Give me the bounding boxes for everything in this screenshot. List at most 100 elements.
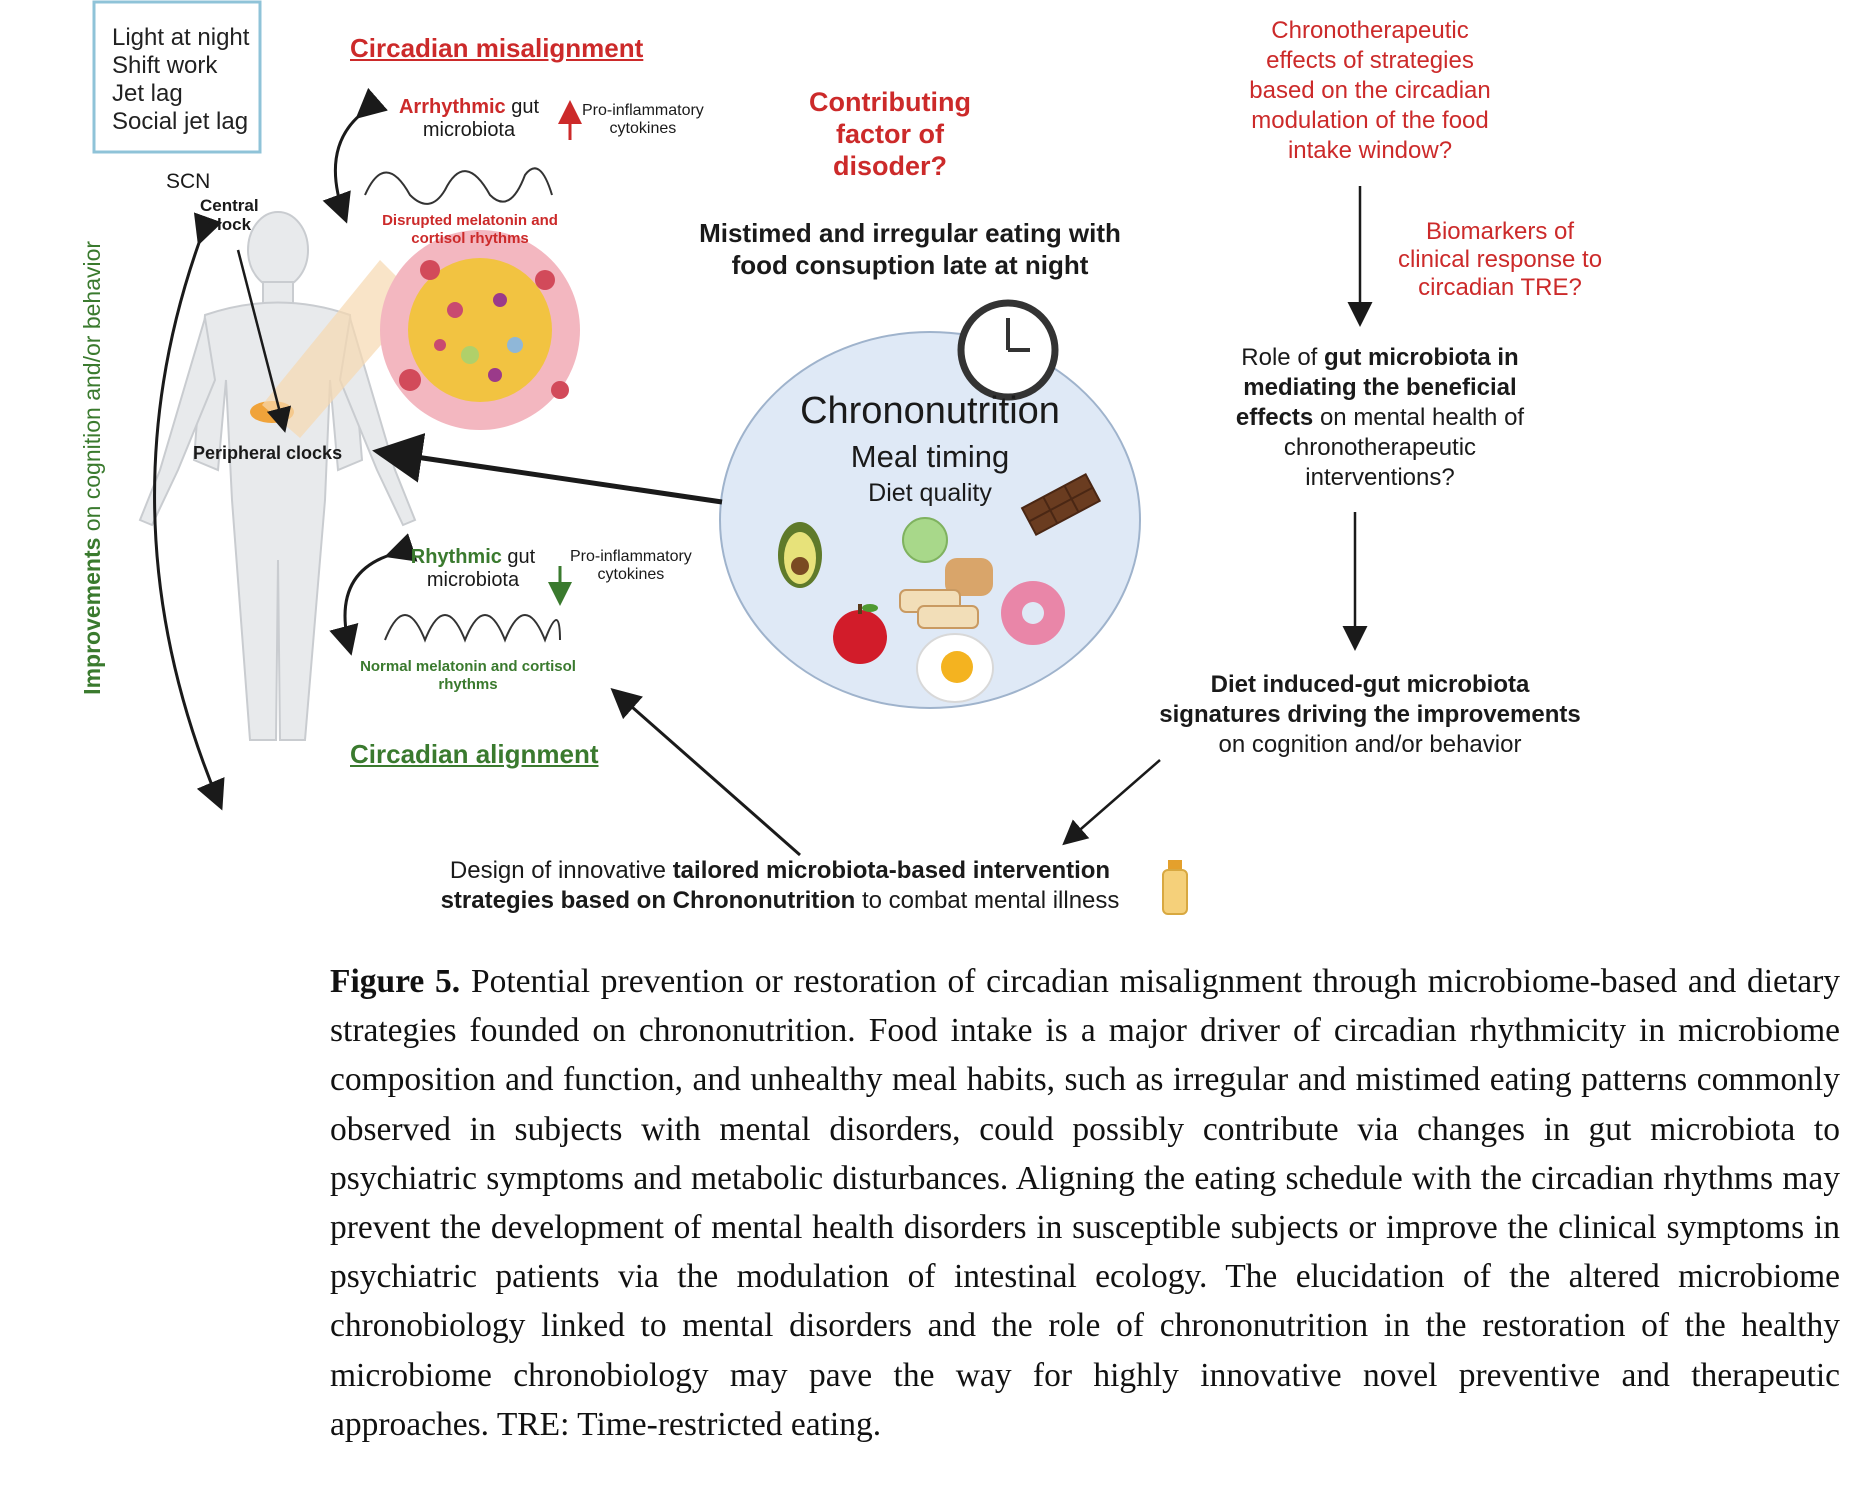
contributing-line: Contributing xyxy=(809,87,971,117)
rhythmic-line: Rhythmic gut xyxy=(403,546,543,569)
design-bold: strategies based on Chrononutrition xyxy=(440,887,856,914)
alignment-cycle-arrow xyxy=(329,533,418,656)
role-line-2: mediating the beneficial xyxy=(1243,374,1517,401)
hormones-line: Disrupted melatonin and xyxy=(382,212,558,229)
design-post: to combat mental illness xyxy=(855,887,1120,914)
improvements-rest: on cognition and/or behavior xyxy=(79,240,106,538)
bread-icon xyxy=(899,558,993,629)
central-clock-line: Central xyxy=(200,196,259,215)
alignment-cytokines-label: Pro-inflammatory cytokines xyxy=(570,548,692,584)
risk-factor: Shift work xyxy=(112,52,218,79)
risk-factors-list: Light at night Shift work Jet lag Social… xyxy=(112,24,249,136)
cytokines-line: cytokines xyxy=(597,566,665,583)
contributing-line: factor of xyxy=(836,119,944,149)
contributing-factor-question: Contributing factor of disoder? xyxy=(800,86,980,182)
egg-icon xyxy=(916,633,994,703)
risk-factors-box xyxy=(92,0,262,154)
chrononutrition-title: Chrononutrition xyxy=(800,390,1060,432)
chronotherapeutic-question: Chronotherapeutic effects of strategies … xyxy=(1230,16,1510,166)
clock-icon xyxy=(957,299,1059,401)
scn-label: SCN xyxy=(166,170,211,193)
figure-caption: Figure 5. Potential prevention or restor… xyxy=(330,957,1840,1449)
role-line-1: Role of gut microbiota in xyxy=(1210,343,1550,373)
arrhythmic-highlight: Arrhythmic xyxy=(398,96,506,118)
arrhythmic-microbiota-label: Arrhythmic gut microbiota xyxy=(394,96,544,142)
hormones-line: cortisol rhythms xyxy=(411,230,529,247)
improvements-side-label: Improvements on cognition and/or behavio… xyxy=(79,188,106,748)
cytokines-line: Pro-inflammatory xyxy=(570,548,692,565)
role-pre: Role of xyxy=(1241,344,1325,371)
role-bold: effects xyxy=(1235,404,1314,431)
signatures-line: Diet induced-gut microbiota xyxy=(1210,671,1530,698)
risk-factor: Social jet lag xyxy=(112,108,249,135)
normal-hormones-label: Normal melatonin and cortisol rhythms xyxy=(348,658,588,694)
arrhythmic-wave xyxy=(364,167,553,205)
signatures-to-design-arrow xyxy=(1062,759,1161,846)
design-line-1: Design of innovative tailored microbiota… xyxy=(410,856,1150,886)
circadian-misalignment-title: Circadian misalignment xyxy=(350,33,644,63)
signatures-line: on cognition and/or behavior xyxy=(1218,731,1522,758)
apple-icon xyxy=(833,604,887,664)
design-line-2: strategies based on Chrononutrition to c… xyxy=(410,886,1150,916)
role-bold: gut microbiota in xyxy=(1324,344,1519,371)
role-line-3: effects on mental health of xyxy=(1210,403,1550,433)
hormones-line: Normal melatonin and cortisol xyxy=(360,658,576,675)
cytokines-line: Pro-inflammatory xyxy=(582,102,704,119)
mistimed-line: food consuption late at night xyxy=(731,250,1089,280)
chrononutrition-to-body-arrow xyxy=(372,433,723,505)
rhythmic-microbiota-label: Rhythmic gut microbiota xyxy=(403,546,543,592)
arrhythmic-line2: microbiota xyxy=(422,119,516,141)
avocado-icon xyxy=(778,522,822,588)
rhythmic-highlight: Rhythmic xyxy=(410,546,502,568)
risk-factor: Jet lag xyxy=(112,80,183,107)
meal-timing-label: Meal timing xyxy=(850,439,1010,474)
risk-factor: Light at night xyxy=(112,24,250,51)
arrhythmic-rest: gut xyxy=(505,96,540,118)
chronotherapeutic-line: intake window? xyxy=(1287,137,1453,164)
central-to-peripheral-arrow xyxy=(236,249,292,433)
figure-5-diagram: Light at night Shift work Jet lag Social… xyxy=(79,0,1620,916)
misalignment-cytokines-label: Pro-inflammatory cytokines xyxy=(582,102,704,138)
biomarkers-line: clinical response to xyxy=(1397,246,1603,273)
probiotic-bottle-icon xyxy=(1162,860,1188,915)
design-to-alignment-arrow xyxy=(610,688,801,857)
peripheral-clocks-label: Peripheral clocks xyxy=(193,443,343,463)
role-line-4: chronotherapeutic xyxy=(1283,434,1477,461)
central-clock-label: Central clock xyxy=(200,196,259,234)
rhythmic-rest: gut xyxy=(501,546,536,568)
cytokines-line: cytokines xyxy=(609,120,677,137)
improvements-highlight: Improvements xyxy=(79,537,106,695)
hormones-line: rhythms xyxy=(438,676,498,693)
disrupted-hormones-label: Disrupted melatonin and cortisol rhythms xyxy=(372,212,568,248)
diet-quality-label: Diet quality xyxy=(868,479,992,507)
misalignment-cycle-arrow xyxy=(322,87,388,224)
signatures-line: signatures driving the improvements xyxy=(1159,701,1581,728)
biomarkers-line: Biomarkers of xyxy=(1425,218,1575,245)
chronotherapeutic-line: effects of strategies xyxy=(1266,47,1474,74)
design-pre: Design of innovative xyxy=(449,857,673,884)
donut-icon xyxy=(1001,581,1065,645)
role-post: on mental health of xyxy=(1313,404,1525,431)
mistimed-line: Mistimed and irregular eating with xyxy=(699,218,1121,248)
biomarkers-line: circadian TRE? xyxy=(1418,274,1582,301)
role-gut-microbiota-question: Role of gut microbiota in mediating the … xyxy=(1210,343,1550,493)
chocolate-icon xyxy=(1020,473,1102,537)
central-clock-line: clock xyxy=(207,215,252,234)
caption-text: Potential prevention or restoration of c… xyxy=(330,963,1840,1443)
role-line-5: interventions? xyxy=(1305,464,1455,491)
contributing-line: disoder? xyxy=(832,151,947,181)
mistimed-eating-label: Mistimed and irregular eating with food … xyxy=(685,217,1135,281)
design-bold: tailored microbiota-based intervention xyxy=(672,857,1111,884)
arrhythmic-line: Arrhythmic gut xyxy=(394,96,544,119)
design-intervention-label: Design of innovative tailored microbiota… xyxy=(410,856,1150,916)
gut-microbiota-illustration xyxy=(380,230,580,430)
caption-label: Figure 5. xyxy=(330,963,461,1000)
chronotherapeutic-line: Chronotherapeutic xyxy=(1271,17,1469,44)
biomarkers-question: Biomarkers of clinical response to circa… xyxy=(1380,218,1620,302)
diet-signatures-label: Diet induced-gut microbiota signatures d… xyxy=(1150,670,1590,760)
lettuce-icon xyxy=(902,517,948,563)
chronotherapeutic-line: based on the circadian xyxy=(1249,77,1491,104)
chronotherapeutic-line: modulation of the food xyxy=(1251,107,1489,134)
diagram-graphics xyxy=(92,0,1373,915)
rhythmic-wave xyxy=(384,614,561,643)
